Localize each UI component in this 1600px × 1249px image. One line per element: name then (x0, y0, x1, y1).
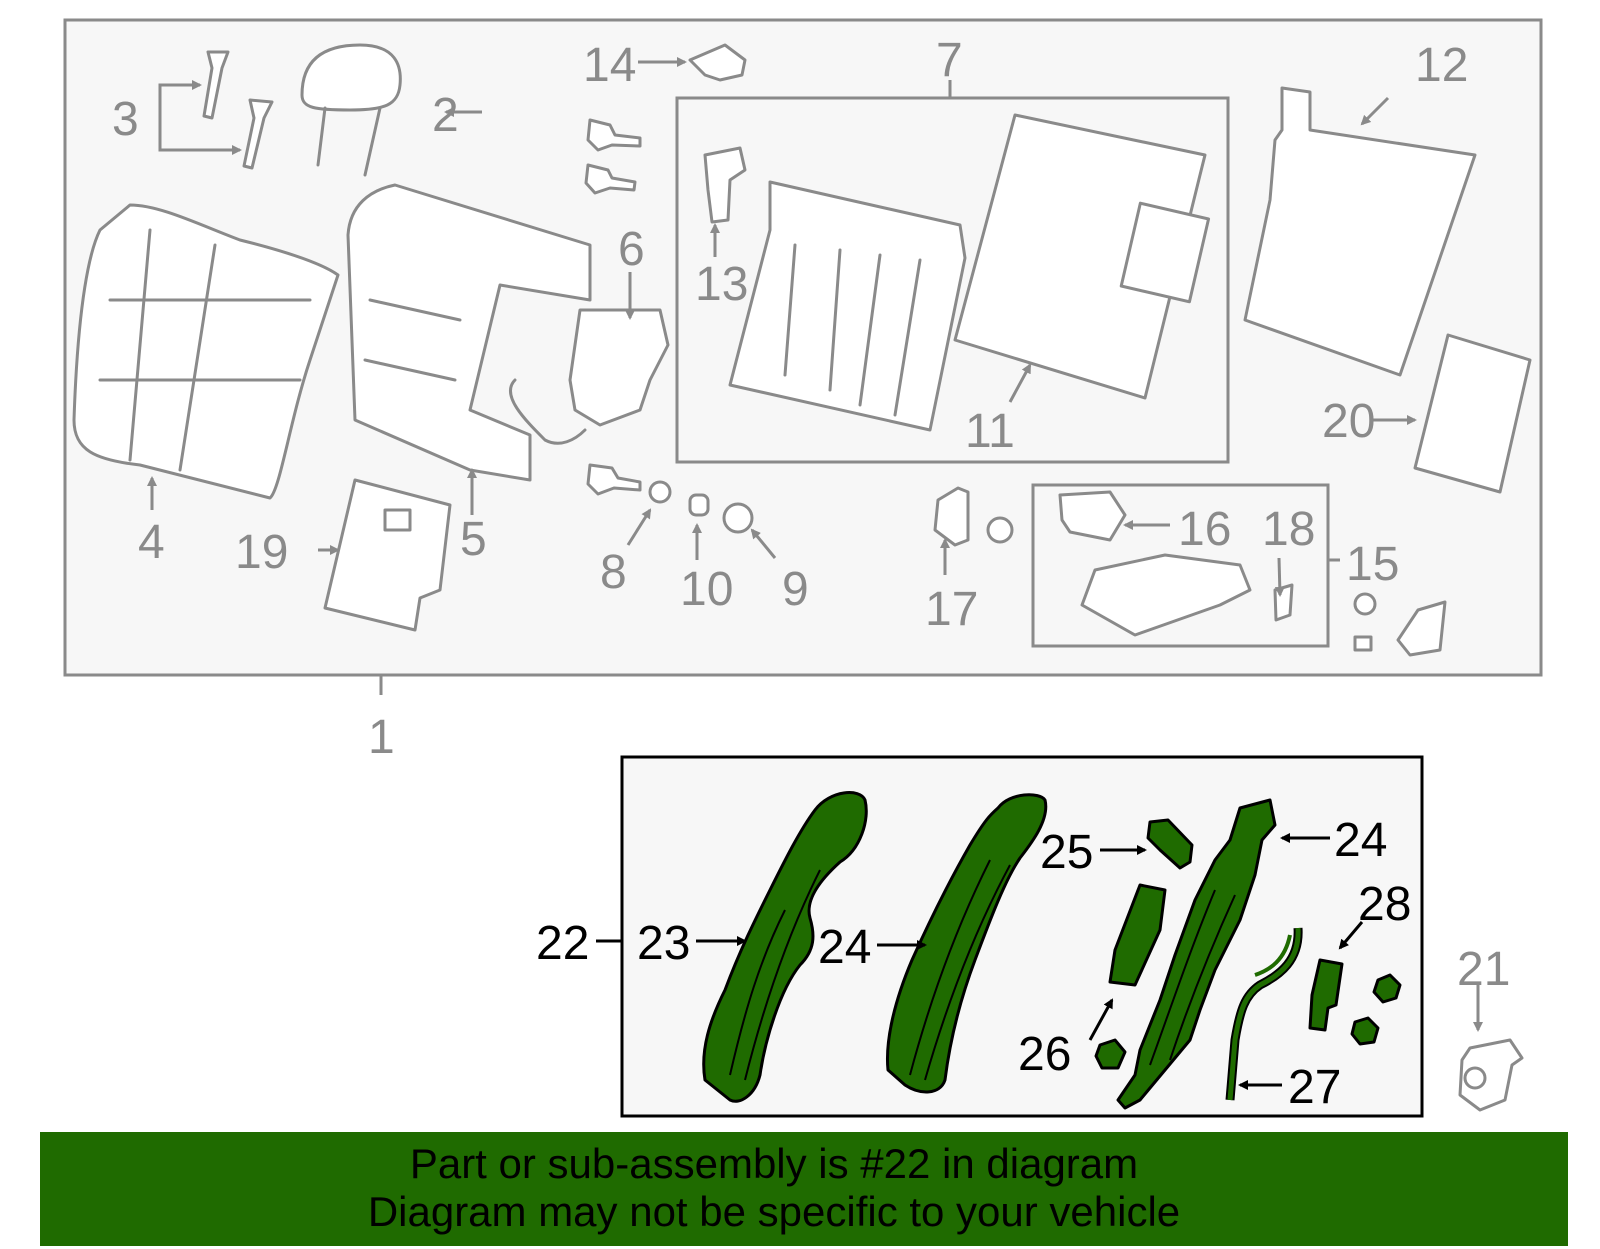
hole-part-21 (1463, 1066, 1487, 1090)
callout-28: 28 (1358, 878, 1411, 931)
bolts (584, 118, 642, 496)
nut-part-26 (1094, 1038, 1127, 1070)
armrest-part-15 (1080, 553, 1252, 637)
callout-26: 26 (1018, 1028, 1071, 1081)
clip-small-part-15 (1353, 635, 1373, 652)
callout-24-frame: 24 (1334, 814, 1387, 867)
callout-17: 17 (925, 583, 978, 636)
trim-part-23 (702, 791, 868, 1103)
footer-line-2: Diagram may not be specific to your vehi… (367, 1188, 1181, 1235)
cupholder-part-16 (1058, 490, 1127, 542)
callout-24-pad: 24 (818, 921, 871, 974)
washer-part-8 (648, 480, 672, 504)
pad-part-19 (323, 478, 452, 632)
latch-part-6 (568, 308, 670, 427)
callout-12: 12 (1415, 39, 1468, 92)
bracket-part-28 (1308, 958, 1344, 1032)
panel-part-20 (1413, 333, 1532, 494)
callout-5: 5 (460, 513, 487, 566)
grey-leaders (147, 57, 1483, 1032)
grey-callouts: 1 2 3 4 5 6 7 8 9 10 11 12 13 14 15 16 1… (112, 34, 1510, 996)
headrest-guides-part-3 (202, 50, 274, 170)
clip-part-17 (933, 486, 970, 547)
footer-banner: Part or sub-assembly is #22 in diagram D… (40, 1132, 1568, 1246)
black-leaders (596, 833, 1364, 1090)
callout-22: 22 (536, 917, 589, 970)
callout-20: 20 (1322, 395, 1375, 448)
callout-15: 15 (1346, 538, 1399, 591)
callout-13: 13 (695, 258, 748, 311)
callout-2: 2 (432, 89, 459, 142)
callout-9: 9 (782, 563, 809, 616)
bracket-part-13 (703, 146, 747, 224)
callout-3: 3 (112, 93, 139, 146)
frame-part-24 (1116, 798, 1277, 1110)
panel-part-11 (953, 113, 1211, 400)
harness-part-27 (1225, 927, 1303, 1101)
callout-7: 7 (936, 34, 963, 87)
callout-1: 1 (368, 711, 395, 764)
callout-21: 21 (1457, 943, 1510, 996)
headrest-part-2 (300, 43, 402, 177)
clip-part-14 (688, 43, 747, 82)
callout-23: 23 (637, 917, 690, 970)
nut-part-9 (722, 502, 754, 534)
callout-11: 11 (965, 405, 1015, 458)
screw-part-17 (986, 516, 1014, 544)
clip-part-18 (1273, 583, 1294, 622)
screw-part-15 (1353, 592, 1377, 616)
trim-part-24-pad (885, 793, 1048, 1094)
seatback-cover-part-4 (72, 203, 340, 500)
bracket-part-21 (1458, 1038, 1524, 1112)
callout-14: 14 (583, 39, 636, 92)
nut-a (1372, 973, 1402, 1004)
seatback-pad-part-5 (346, 183, 592, 482)
footer-line-1: Part or sub-assembly is #22 in diagram (409, 1140, 1139, 1187)
clip-part-25 (1146, 818, 1194, 870)
callout-18: 18 (1262, 503, 1315, 556)
callout-4: 4 (138, 516, 165, 569)
frame-part-7 (728, 180, 967, 432)
callout-6: 6 (618, 223, 645, 276)
bracket-part-15 (1396, 600, 1447, 657)
callout-19: 19 (235, 526, 288, 579)
spacer-part-10 (688, 493, 710, 517)
callout-16: 16 (1178, 503, 1231, 556)
cover-part-26 (1108, 883, 1167, 987)
callout-10: 10 (680, 563, 733, 616)
panel-part-12 (1243, 86, 1477, 377)
callout-25: 25 (1040, 826, 1093, 879)
callout-8: 8 (600, 546, 627, 599)
black-callouts: 22 23 24 25 24 26 27 28 (536, 814, 1411, 1114)
callout-27: 27 (1288, 1061, 1341, 1114)
nut-b (1350, 1016, 1380, 1046)
